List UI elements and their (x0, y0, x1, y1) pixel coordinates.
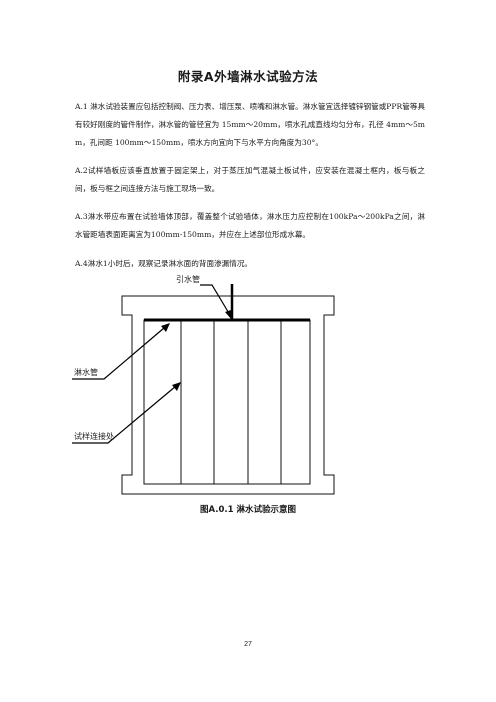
label-inlet-pipe: 引水管 (176, 274, 200, 284)
paragraph-a4: A.4淋水1小时后，观察记录淋水面的背面渗漏情况。 (75, 259, 253, 268)
paragraph-a2: A.2试样墙板应该垂直放置于固定架上，对于蒸压加气混凝土板试件，应安装在混凝土框… (75, 166, 425, 193)
spray-pipe-arrowhead (161, 323, 170, 332)
inlet-pipe-leader (200, 284, 231, 316)
inlet-pipe-arrowhead (225, 310, 232, 320)
joint-arrowhead (172, 382, 181, 391)
joint-leader (72, 385, 177, 444)
label-spray-pipe: 淋水管 (74, 367, 98, 377)
paragraph-a3: A.3淋水带应布置在试验墙体顶部，覆盖整个试验墙体，淋水压力应控制在100kPa… (75, 212, 425, 239)
page-title: 附录A外墙淋水试验方法 (177, 69, 319, 84)
paragraph-a1: A.1 淋水试验装置应包括控制阀、压力表、增压泵、喷嘴和淋水管。淋水管宜选择镀锌… (75, 102, 426, 147)
figure-caption: 图A.0.1 淋水试验示意图 (200, 505, 296, 515)
wall-panel-area (143, 319, 311, 485)
label-joint: 试样连接处 (74, 431, 114, 441)
page-number: 27 (244, 641, 252, 648)
test-frame (121, 295, 335, 495)
spray-test-diagram: 引水管 淋水管 试样连接处 (72, 274, 335, 495)
spray-pipe-leader (72, 327, 165, 380)
